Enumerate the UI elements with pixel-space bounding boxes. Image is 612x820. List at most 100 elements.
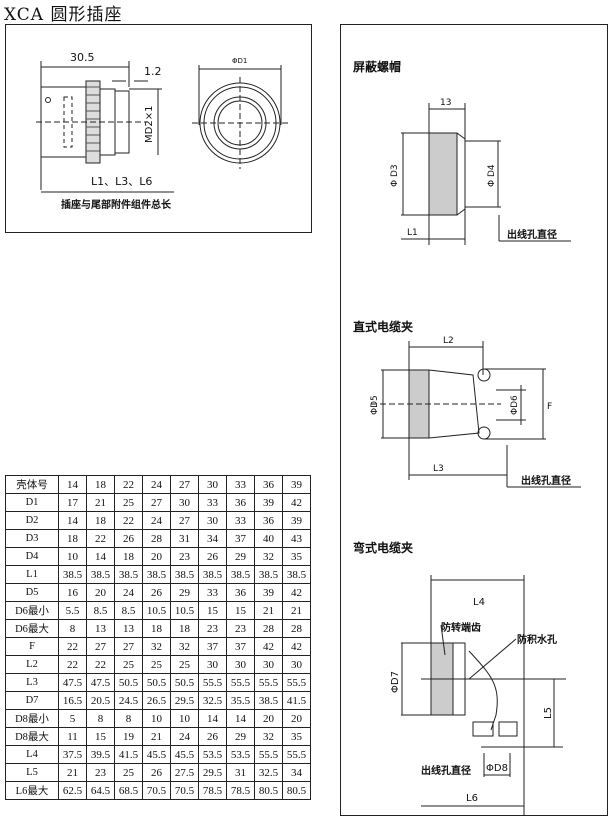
row-header-cell: 壳体号 — [5, 475, 59, 494]
table-cell: 18 — [170, 619, 199, 638]
table-cell: 22 — [86, 529, 115, 548]
table-cell: 11 — [58, 727, 87, 746]
row-header-cell: F — [5, 637, 59, 656]
table-cell: 8.5 — [114, 601, 143, 620]
dim-total-label: L1、L3、L6 — [91, 175, 152, 188]
table-cell: 18 — [114, 547, 143, 566]
table-cell: 30 — [198, 511, 227, 530]
table-cell: 38.5 — [198, 565, 227, 584]
dim-gap-label: 1.2 — [144, 65, 162, 78]
table-cell: 14 — [86, 547, 115, 566]
table-cell: 24 — [114, 583, 143, 602]
table-cell: 21 — [254, 601, 283, 620]
table-cell: 50.5 — [114, 673, 143, 692]
table-cell: 20.5 — [86, 691, 115, 710]
table-cell: 38.5 — [86, 565, 115, 584]
table-cell: 39 — [254, 493, 283, 512]
table-cell: 30 — [282, 655, 311, 674]
table-cell: 16 — [58, 583, 87, 602]
dim-l6-label: L6 — [466, 793, 478, 804]
table-cell: 14 — [58, 475, 87, 494]
row-header-cell: L3 — [5, 673, 59, 692]
table-cell: 36 — [226, 583, 255, 602]
table-cell: 28 — [282, 619, 311, 638]
row-header-cell: D5 — [5, 583, 59, 602]
table-cell: 27 — [142, 493, 171, 512]
table-cell: 21 — [282, 601, 311, 620]
table-cell: 27 — [170, 511, 199, 530]
table-cell: 30 — [198, 475, 227, 494]
table-cell: 25 — [114, 493, 143, 512]
row-header-cell: L4 — [5, 745, 59, 764]
receptacle-drawing-panel: 30.5 1.2 MD2×1 L1、L3、L6 插座与尾部附件组件总长 ΦD1 — [5, 24, 312, 233]
table-cell: 70.5 — [170, 781, 199, 800]
table-cell: 39.5 — [86, 745, 115, 764]
table-cell: 37 — [226, 637, 255, 656]
table-cell: 50.5 — [170, 673, 199, 692]
table-cell: 26 — [198, 727, 227, 746]
table-cell: 34 — [282, 763, 311, 782]
table-cell: 5 — [58, 709, 87, 728]
table-cell: 32.5 — [254, 763, 283, 782]
table-cell: 22 — [58, 637, 87, 656]
table-cell: 37 — [198, 637, 227, 656]
table-cell: 29.5 — [198, 763, 227, 782]
table-cell: 33 — [226, 475, 255, 494]
table-cell: 62.5 — [58, 781, 87, 800]
table-cell: 5.5 — [58, 601, 87, 620]
table-cell: 10.5 — [142, 601, 171, 620]
row-header-cell: L1 — [5, 565, 59, 584]
angled-outlet-label: 出线孔直径 — [421, 764, 471, 777]
table-cell: 50.5 — [142, 673, 171, 692]
table-cell: 78.5 — [198, 781, 227, 800]
table-cell: 45.5 — [142, 745, 171, 764]
table-cell: 34 — [198, 529, 227, 548]
shield-outlet-label: 出线孔直径 — [507, 228, 557, 241]
dim-l2-label: L2 — [443, 336, 454, 346]
table-cell: 14 — [226, 709, 255, 728]
dim-l1-label: L1 — [407, 228, 418, 238]
dim-d3-label: Φ D3 — [390, 164, 400, 187]
table-cell: 68.5 — [114, 781, 143, 800]
table-cell: 14 — [198, 709, 227, 728]
straight-outlet-label: 出线孔直径 — [521, 474, 571, 487]
table-cell: 32 — [254, 727, 283, 746]
accessories-panel: 屏蔽螺帽 13 Φ D3 Φ D4 L1 出线孔直径 直式电缆夹 — [340, 24, 608, 816]
table-cell: 24.5 — [114, 691, 143, 710]
row-header-cell: D4 — [5, 547, 59, 566]
row-header-cell: D6最大 — [5, 619, 59, 638]
table-cell: 20 — [142, 547, 171, 566]
table-cell: 22 — [86, 655, 115, 674]
table-cell: 37 — [226, 529, 255, 548]
table-cell: 33 — [226, 511, 255, 530]
row-header-cell: D3 — [5, 529, 59, 548]
table-cell: 30 — [254, 655, 283, 674]
table-cell: 39 — [254, 583, 283, 602]
dim-l3-label: L3 — [433, 464, 444, 474]
dim-d6-label: ΦD6 — [510, 395, 520, 415]
table-cell: 30 — [226, 655, 255, 674]
table-cell: 47.5 — [58, 673, 87, 692]
table-cell: 38.5 — [170, 565, 199, 584]
page-title: XCA 圆形插座 — [4, 5, 123, 25]
table-cell: 41.5 — [114, 745, 143, 764]
table-cell: 38.5 — [226, 565, 255, 584]
table-cell: 29 — [226, 547, 255, 566]
table-cell: 16.5 — [58, 691, 87, 710]
dim-d8-label: ΦD8 — [486, 763, 508, 774]
table-cell: 80.5 — [282, 781, 311, 800]
row-header-cell: L5 — [5, 763, 59, 782]
table-cell: 31 — [170, 529, 199, 548]
table-cell: 39 — [282, 475, 311, 494]
table-cell: 27 — [114, 637, 143, 656]
table-cell: 13 — [114, 619, 143, 638]
row-header-cell: D2 — [5, 511, 59, 530]
table-cell: 26 — [198, 547, 227, 566]
table-cell: 25 — [114, 655, 143, 674]
table-cell: 39 — [282, 511, 311, 530]
